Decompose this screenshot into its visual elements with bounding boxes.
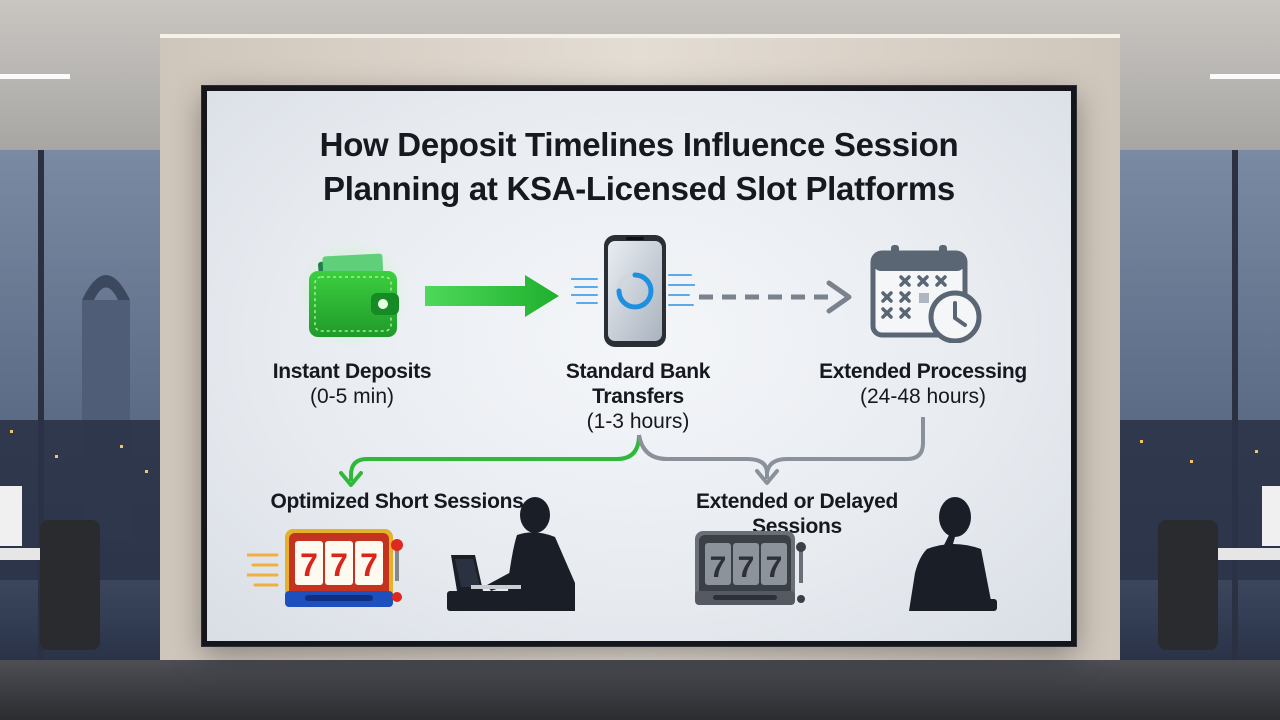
- office-chair-left: [40, 520, 100, 650]
- ceiling-light-left: [0, 74, 70, 79]
- stage-instant-label: Instant Deposits (0-5 min): [237, 359, 467, 409]
- arrow-instant-to-bank: [425, 275, 559, 317]
- outcome-delayed-line-1: Extended or Delayed: [695, 490, 899, 513]
- title-line-2: Planning at KSA-Licensed Slot Platforms: [323, 170, 955, 207]
- gray-reel-1: 7: [710, 551, 727, 584]
- thinking-person-icon: [897, 495, 1007, 615]
- diagram-title: How Deposit Timelines Influence Session …: [207, 123, 1071, 211]
- stage-extended-label: Extended Processing (24-48 hours): [793, 359, 1053, 409]
- office-chair-right: [1158, 520, 1218, 650]
- outcome-delayed-sessions-label: Extended or Delayed Sessions: [677, 489, 917, 539]
- arrow-extended-to-delayed-sessions: [765, 417, 925, 474]
- monitor-right: [1262, 486, 1280, 546]
- stage-bank-time: (1-3 hours): [586, 410, 690, 433]
- reel-2: 7: [330, 547, 348, 583]
- stage-instant-name: Instant Deposits: [272, 360, 432, 383]
- ceiling-light-right: [1210, 74, 1280, 79]
- stage-extended-name: Extended Processing: [819, 360, 1027, 383]
- stage-bank-name-line-1: Standard Bank: [565, 360, 711, 383]
- floor: [0, 660, 1280, 720]
- title-line-1: How Deposit Timelines Influence Session: [319, 126, 959, 163]
- smartphone-loading-icon: [571, 231, 695, 353]
- calendar-clock-icon: [867, 243, 985, 343]
- wallet-icon: [293, 239, 413, 349]
- slot-machine-777-gray-icon: 7 7 7: [693, 527, 811, 613]
- stage-bank-name-line-2: Transfers: [592, 385, 684, 408]
- stage-instant-time: (0-5 min): [309, 385, 394, 408]
- monitor-left: [0, 486, 22, 546]
- reel-1: 7: [300, 547, 318, 583]
- gray-reel-3: 7: [766, 551, 783, 584]
- presentation-screen: How Deposit Timelines Influence Session …: [202, 86, 1076, 646]
- arrow-bank-to-delayed-sessions: [637, 434, 769, 479]
- reel-3: 7: [360, 547, 378, 583]
- arrow-bank-to-short-sessions: [349, 434, 641, 481]
- gray-reel-2: 7: [738, 551, 755, 584]
- stage-bank-label: Standard Bank Transfers (1-3 hours): [523, 359, 753, 434]
- flow-arrows: [339, 275, 925, 487]
- person-at-laptop-icon: [447, 495, 587, 615]
- outcome-short-sessions-label: Optimized Short Sessions: [270, 490, 524, 513]
- slot-machine-777-icon: 7 7 7: [247, 525, 407, 615]
- stage-extended-time: (24-48 hours): [859, 385, 987, 408]
